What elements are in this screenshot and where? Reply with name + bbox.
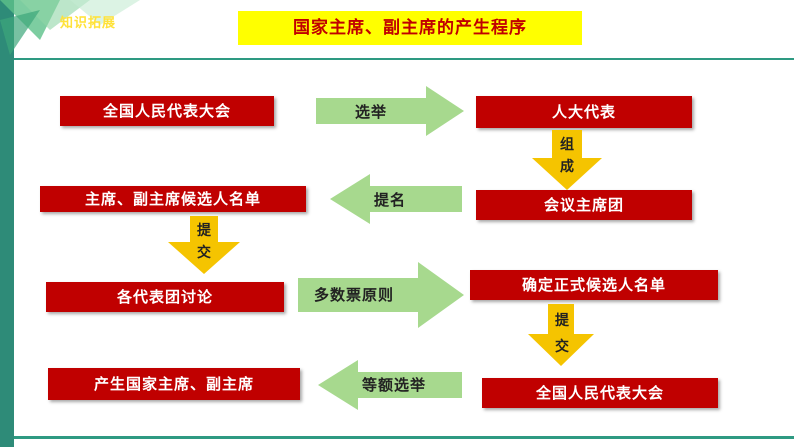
header-divider — [14, 58, 794, 60]
box-npc-bottom: 全国人民代表大会 — [482, 378, 718, 408]
box-delegations: 各代表团讨论 — [46, 282, 284, 312]
box-candidate-list: 主席、副主席候选人名单 — [40, 186, 306, 212]
arrow-label-elect: 选举 — [355, 103, 388, 121]
box-npc-top: 全国人民代表大会 — [60, 96, 274, 126]
arrow-label-submit-1-a: 提 — [197, 223, 211, 239]
arrow-right-elect — [316, 86, 464, 136]
arrow-down-submit-2 — [528, 304, 594, 366]
box-deputies: 人大代表 — [476, 96, 692, 128]
footer-divider — [14, 436, 794, 439]
arrow-left-equal — [318, 360, 462, 410]
arrow-label-submit-1-b: 交 — [197, 245, 211, 261]
arrow-left-nominate — [330, 174, 462, 224]
arrow-label-majority: 多数票原则 — [314, 286, 395, 304]
arrow-label-submit-2-a: 提 — [555, 313, 569, 329]
leaf-decoration-icon — [0, 0, 140, 55]
arrow-label-nominate: 提名 — [374, 191, 407, 209]
box-formal-list: 确定正式候选人名单 — [470, 270, 718, 300]
arrow-right-majority — [298, 262, 464, 328]
box-presidium: 会议主席团 — [476, 190, 692, 220]
section-badge: 知识拓展 — [60, 16, 117, 31]
box-result: 产生国家主席、副主席 — [48, 368, 300, 400]
arrow-label-form-2: 成 — [560, 159, 574, 175]
arrow-down-submit-1 — [168, 216, 240, 274]
arrow-down-form — [532, 130, 602, 190]
arrow-label-form-1: 组 — [560, 137, 574, 153]
page-title: 国家主席、副主席的产生程序 — [238, 11, 582, 45]
arrow-label-equal: 等额选举 — [362, 376, 427, 394]
arrow-label-submit-2-b: 交 — [555, 339, 569, 355]
